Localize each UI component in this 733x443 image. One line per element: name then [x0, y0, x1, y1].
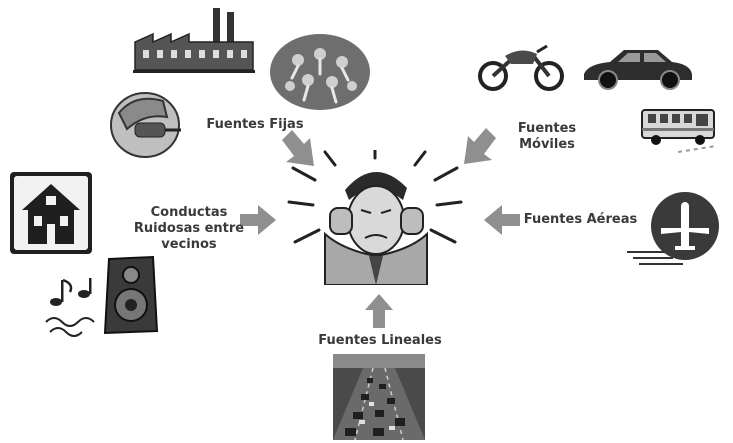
motorcycle-icon — [478, 44, 564, 91]
label-conductas-ruidosas: Conductas Ruidosas entre vecinos — [130, 205, 248, 253]
highway-traffic-icon — [333, 354, 425, 440]
stressed-man-icon — [287, 150, 463, 285]
house-icon — [10, 172, 92, 254]
car-icon — [584, 50, 692, 90]
label-conductas-line3: vecinos — [161, 237, 217, 252]
hand-icon — [110, 92, 181, 158]
arrow-aereas — [484, 205, 520, 235]
arrow-lineales — [365, 294, 393, 328]
label-fuentes-moviles: Fuentes Móviles — [512, 121, 582, 153]
label-fuentes-moviles-line1: Fuentes — [517, 121, 577, 136]
label-fuentes-fijas: Fuentes Fijas — [206, 117, 304, 132]
music-notes-icon — [45, 278, 95, 337]
arrow-fijas — [282, 130, 314, 166]
label-fuentes-aereas: Fuentes Aéreas — [523, 212, 638, 227]
bus-icon — [641, 109, 717, 153]
speaker-icon — [103, 255, 159, 335]
label-fuentes-moviles-line2: Móviles — [519, 137, 575, 152]
factory-icon — [133, 8, 255, 73]
label-fuentes-lineales: Fuentes Lineales — [318, 333, 442, 348]
crowd-icon — [270, 34, 370, 110]
label-conductas-line1: Conductas — [150, 205, 228, 220]
label-conductas-line2: Ruidosas entre — [133, 221, 245, 236]
airplane-icon — [627, 192, 719, 265]
arrow-moviles — [464, 128, 496, 164]
arrow-conductas — [240, 205, 276, 235]
